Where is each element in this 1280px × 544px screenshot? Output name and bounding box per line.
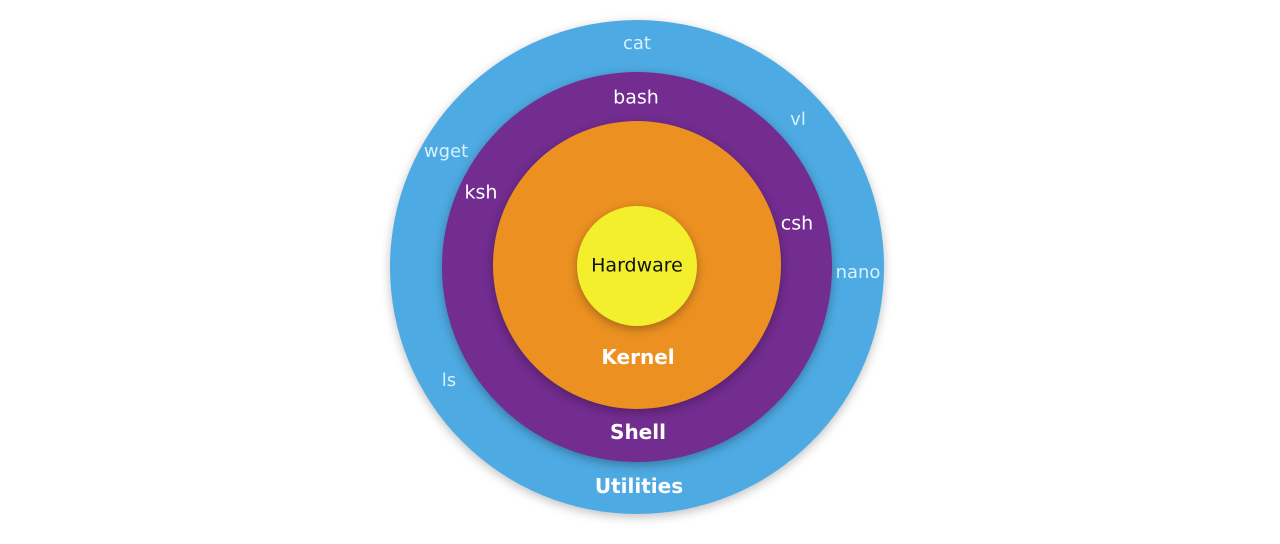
utility-command-wget: wget bbox=[423, 141, 469, 162]
utility-command-nano: nano bbox=[835, 262, 881, 283]
utility-command-cat: cat bbox=[623, 33, 651, 54]
shell-command-bash: bash bbox=[613, 86, 659, 109]
shell-command-csh: csh bbox=[780, 212, 814, 235]
hardware-layer bbox=[577, 206, 697, 326]
kernel-label: Kernel bbox=[601, 345, 675, 369]
shell-label: Shell bbox=[610, 420, 666, 444]
utility-command-vl: vl bbox=[790, 109, 806, 130]
shell-command-ksh: ksh bbox=[464, 181, 498, 204]
utilities-label: Utilities bbox=[594, 474, 684, 498]
hardware-label: Hardware bbox=[591, 254, 683, 277]
utility-command-ls: ls bbox=[441, 370, 457, 391]
